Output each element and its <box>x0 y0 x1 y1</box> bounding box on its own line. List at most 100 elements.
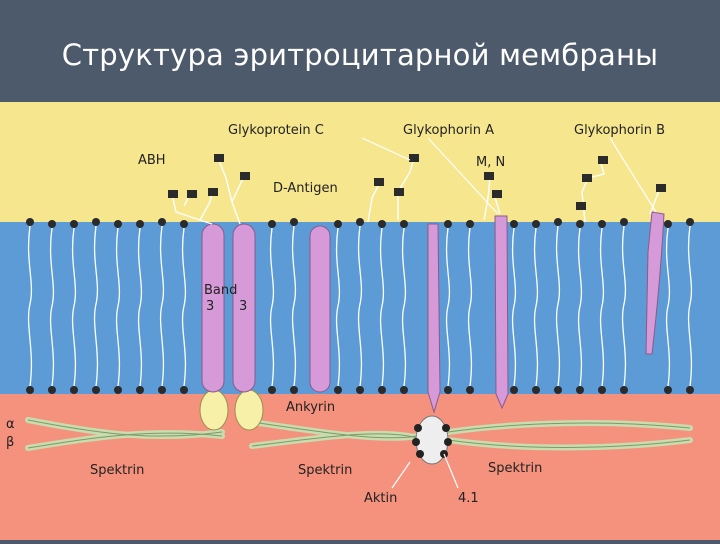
lipid-head-outer <box>444 220 452 228</box>
label-band-num-right: 3 <box>239 299 247 314</box>
lipid-head-inner <box>400 386 408 394</box>
label-band: Band <box>204 283 237 298</box>
label-spektrin-middle: Spektrin <box>298 463 352 478</box>
lipid-head-outer <box>334 220 342 228</box>
lipid-head-outer <box>356 218 364 226</box>
lipid-molecules <box>26 218 694 394</box>
lipid-head-inner <box>136 386 144 394</box>
lipid-tail <box>687 225 693 387</box>
membrane-diagram: ABH Glykoprotein C Glykophorin A Glykoph… <box>0 102 720 540</box>
lipid-tail <box>269 227 275 387</box>
lipid-head-outer <box>48 220 56 228</box>
title-bar: Структура эритроцитарной мембраны <box>0 0 720 102</box>
lipid-head-outer <box>510 220 518 228</box>
label-glykophorin-b: Glykophorin B <box>574 123 665 138</box>
lipid-tail <box>137 227 143 387</box>
lipid-head-outer <box>378 220 386 228</box>
lipid-tail <box>291 225 297 387</box>
lipid-head-outer <box>268 220 276 228</box>
lipid-head-outer <box>136 220 144 228</box>
lipid-head-inner <box>554 386 562 394</box>
lipid-tail <box>467 227 473 387</box>
lipid-tail <box>181 227 187 387</box>
lipid-tail <box>577 227 583 387</box>
lipid-head-outer <box>554 218 562 226</box>
lipid-head-inner <box>92 386 100 394</box>
ankyrin-blob-left <box>199 389 229 431</box>
label-glykophorin-a: Glykophorin A <box>403 123 494 138</box>
lipid-head-outer <box>686 218 694 226</box>
glykoprotein-c-protein <box>427 223 441 414</box>
spectrin-outline <box>27 419 691 449</box>
label-alpha: α <box>6 417 15 432</box>
lipid-head-inner <box>510 386 518 394</box>
lipid-tail <box>621 225 627 387</box>
lipid-tail <box>71 227 77 387</box>
label-beta: β <box>6 435 14 450</box>
lipid-tail <box>665 227 671 387</box>
lipid-head-inner <box>466 386 474 394</box>
sugar-chains <box>171 157 661 225</box>
lipid-head-outer <box>576 220 584 228</box>
protein-41-dots <box>412 424 452 458</box>
label-abh: ABH <box>138 153 166 168</box>
cytoplasm-layer <box>0 394 720 540</box>
lipid-tail <box>599 227 605 387</box>
lipid-head-inner <box>444 386 452 394</box>
lipid-head-inner <box>268 386 276 394</box>
lipid-tail <box>511 227 517 387</box>
lipid-head-outer <box>114 220 122 228</box>
ankyrin-blob-right <box>234 389 264 431</box>
lipid-head-inner <box>334 386 342 394</box>
lipid-head-outer <box>466 220 474 228</box>
lipid-tail <box>159 225 165 387</box>
lipid-head-outer <box>598 220 606 228</box>
lipid-tail <box>49 227 55 387</box>
lipid-tail <box>555 225 561 387</box>
lipid-head-outer <box>26 218 34 226</box>
lipid-head-inner <box>378 386 386 394</box>
d-antigen-protein <box>309 225 331 393</box>
lipid-head-inner <box>576 386 584 394</box>
label-protein-41: 4.1 <box>458 491 479 506</box>
lipid-head-outer <box>92 218 100 226</box>
lipid-head-outer <box>620 218 628 226</box>
lipid-head-inner <box>180 386 188 394</box>
lipid-tail <box>27 225 33 387</box>
lipid-tail <box>445 227 451 387</box>
lipid-head-inner <box>356 386 364 394</box>
lipid-tail <box>93 225 99 387</box>
lipid-head-inner <box>532 386 540 394</box>
label-glykoprotein-c: Glykoprotein C <box>228 123 324 138</box>
extracellular-layer <box>0 102 720 222</box>
lipid-tail <box>379 227 385 387</box>
band3-protein-right <box>232 223 256 393</box>
lipid-head-outer <box>532 220 540 228</box>
label-spektrin-left: Spektrin <box>90 463 144 478</box>
lipid-head-outer <box>180 220 188 228</box>
label-spektrin-right: Spektrin <box>488 461 542 476</box>
leader-lines <box>361 137 657 489</box>
lipid-head-inner <box>620 386 628 394</box>
label-d-antigen: D-Antigen <box>273 181 338 196</box>
lipid-head-inner <box>26 386 34 394</box>
label-ankyrin: Ankyrin <box>286 400 335 415</box>
lipid-head-inner <box>664 386 672 394</box>
lipid-tail <box>357 225 363 387</box>
lipid-head-inner <box>48 386 56 394</box>
band3-protein-left <box>201 223 225 393</box>
lipid-head-inner <box>290 386 298 394</box>
lipid-head-outer <box>664 220 672 228</box>
lipid-head-outer <box>400 220 408 228</box>
lipid-head-inner <box>114 386 122 394</box>
glykophorin-a-protein <box>494 215 509 410</box>
lipid-tail <box>533 227 539 387</box>
lipid-head-inner <box>70 386 78 394</box>
lipid-tail <box>335 227 341 387</box>
label-aktin: Aktin <box>364 491 397 506</box>
lipid-tail <box>401 227 407 387</box>
membrane-svg: ABH Glykoprotein C Glykophorin A Glykoph… <box>0 102 720 540</box>
sugar-residues <box>168 154 666 210</box>
lipid-head-outer <box>290 218 298 226</box>
slide-title: Структура эритроцитарной мембраны <box>61 38 659 72</box>
